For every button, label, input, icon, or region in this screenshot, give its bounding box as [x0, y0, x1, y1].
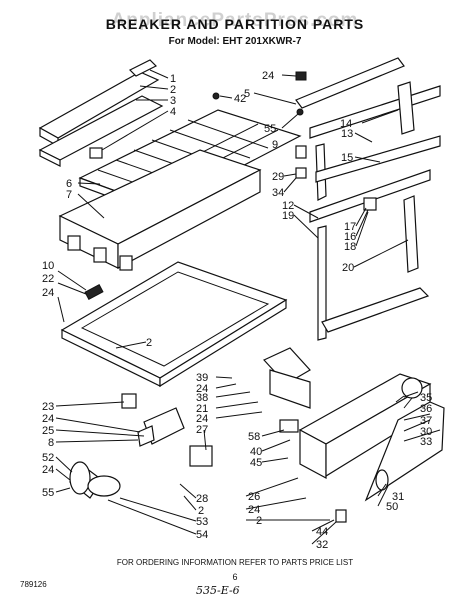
callout-19: 19 — [282, 210, 294, 222]
callout-55: 55 — [42, 487, 54, 499]
callout-38: 38 — [196, 392, 208, 404]
callout-24: 24 — [42, 464, 54, 476]
callout-24: 24 — [42, 287, 54, 299]
callout-18: 18 — [344, 241, 356, 253]
callout-40: 40 — [250, 446, 262, 458]
callout-5: 5 — [244, 88, 250, 100]
callout-10: 10 — [42, 260, 54, 272]
callout-2: 2 — [170, 84, 176, 96]
callout-14: 14 — [340, 118, 352, 130]
callout-3: 3 — [170, 95, 176, 107]
callout-15: 15 — [341, 152, 353, 164]
callout-24: 24 — [262, 70, 274, 82]
callout-53: 53 — [196, 516, 208, 528]
callout-24: 24 — [196, 383, 208, 395]
callout-2: 2 — [146, 337, 152, 349]
callout-54: 54 — [196, 529, 208, 541]
callout-35: 35 — [420, 392, 432, 404]
callout-2: 2 — [198, 505, 204, 517]
callout-31: 31 — [392, 491, 404, 503]
callout-8: 8 — [48, 437, 54, 449]
callout-30: 30 — [420, 426, 432, 438]
callout-20: 20 — [342, 262, 354, 274]
ordering-info: FOR ORDERING INFORMATION REFER TO PARTS … — [116, 558, 354, 567]
parts-artwork — [38, 57, 445, 523]
callout-29: 29 — [272, 171, 284, 183]
callout-25: 25 — [42, 425, 54, 437]
callout-13: 13 — [341, 128, 353, 140]
callout-2: 2 — [256, 515, 262, 527]
callout-37: 37 — [420, 415, 432, 427]
callout-50: 50 — [386, 501, 398, 513]
callout-52: 52 — [42, 452, 54, 464]
callout-labels: 1 2 3 4 24 5 42 55 9 14 13 15 6 7 29 34 … — [42, 70, 432, 551]
callout-4: 4 — [170, 106, 176, 118]
model-number: For Model: EHT 201XKWR-7 — [168, 36, 302, 47]
callout-7: 7 — [66, 189, 72, 201]
callout-28: 28 — [196, 493, 208, 505]
callout-22: 22 — [42, 273, 54, 285]
callout-45: 45 — [250, 457, 262, 469]
callout-12: 12 — [282, 200, 294, 212]
callout-17: 17 — [344, 221, 356, 233]
callout-36: 36 — [420, 403, 432, 415]
document-code: 789126 — [20, 580, 47, 589]
callout-9: 9 — [272, 139, 278, 151]
callout-44: 44 — [316, 526, 328, 538]
callout-1: 1 — [170, 73, 176, 85]
watermark-text: AppliancePartsPros.com — [111, 10, 359, 31]
page-number: 6 — [232, 572, 238, 582]
diagram-title: BREAKER AND PARTITION PARTS — [105, 16, 365, 32]
callout-34: 34 — [272, 187, 284, 199]
callout-33: 33 — [420, 436, 432, 448]
callout-16: 16 — [344, 231, 356, 243]
callout-24: 24 — [42, 413, 54, 425]
callout-27: 27 — [196, 424, 208, 436]
callout-58: 58 — [248, 431, 260, 443]
callout-55: 55 — [264, 123, 276, 135]
callout-24: 24 — [248, 504, 260, 516]
callout-32: 32 — [316, 539, 328, 551]
callout-6: 6 — [66, 178, 72, 190]
callout-21: 21 — [196, 403, 208, 415]
leader-lines — [55, 69, 441, 545]
callout-42: 42 — [234, 93, 246, 105]
callout-24: 24 — [196, 413, 208, 425]
handwritten-note: 535-E-6 — [196, 584, 240, 597]
callout-26: 26 — [248, 491, 260, 503]
callout-39: 39 — [196, 372, 208, 384]
callout-23: 23 — [42, 401, 54, 413]
